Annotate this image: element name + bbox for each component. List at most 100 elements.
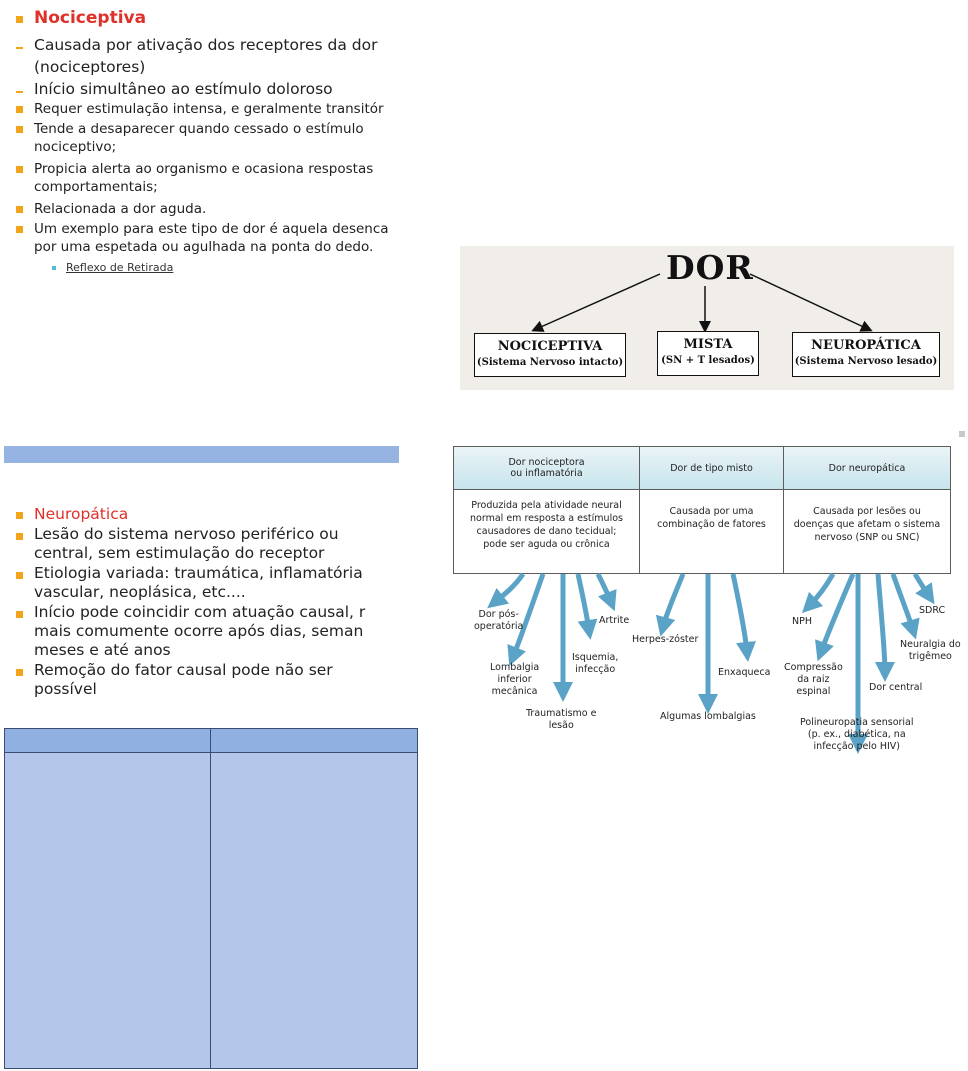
arrow-lombalgia <box>507 573 546 667</box>
nociceptiva-item: Requer estimulação intensa, e geralmente… <box>34 101 384 117</box>
arrow-herpes <box>655 573 686 637</box>
label-line: (p. ex., diabética, na <box>807 729 906 740</box>
col-header-line: ou inflamatória <box>510 468 583 479</box>
body-line: Produzida pela atividade neural <box>471 500 622 511</box>
label-line: Polineuropatia sensorial <box>800 717 914 728</box>
col-header-misto: Dor de tipo misto <box>640 447 783 490</box>
table-header-row <box>5 729 417 753</box>
arrow-enxaqueca <box>730 573 756 662</box>
bullet-icon <box>16 126 23 133</box>
neuropatica-item: Início pode coincidir com atuação causal… <box>34 603 366 621</box>
bullet-icon <box>16 166 23 173</box>
label-line: operatória <box>474 621 524 632</box>
arrow-dor-pos <box>487 572 526 609</box>
label-sdrc: SDRC <box>919 605 946 616</box>
box-label: NEUROPÁTICA <box>811 338 921 353</box>
bullet-icon <box>16 512 23 519</box>
col-header-line: Dor de tipo misto <box>670 462 753 474</box>
label-line: Lombalgia <box>490 662 540 673</box>
label-artrite: Artrite <box>599 615 630 626</box>
bullet-icon <box>16 669 23 676</box>
table-column-divider <box>210 729 211 1068</box>
neuropatica-item: Etiologia variada: traumática, inflamató… <box>34 564 363 582</box>
arrow-to-neuropatica <box>749 273 873 332</box>
empty-table <box>4 728 418 1069</box>
nociceptiva-item: Causada por ativação dos receptores da d… <box>34 36 378 54</box>
pain-arrows <box>487 572 935 754</box>
neuropatica-title: Neuropática <box>34 505 129 523</box>
nociceptiva-title: Nociceptiva <box>34 8 147 28</box>
bullet-icon <box>16 206 23 213</box>
label-line: Traumatismo e <box>526 708 597 719</box>
col-body-nociceptora: Produzida pela atividade neural normal e… <box>454 499 639 551</box>
label-line: trigêmeo <box>908 651 952 662</box>
label-line: mecânica <box>491 686 538 697</box>
box-sub: (Sistema Nervoso intacto) <box>476 357 624 368</box>
label-line: Isquemia, <box>572 652 619 663</box>
neuropatica-item: vascular, neoplásica, etc.... <box>34 583 246 601</box>
neuropatica-item: central, sem estimulação do receptor <box>34 544 325 562</box>
label-line: infecção <box>575 664 616 675</box>
body-line: normal em resposta a estímulos <box>470 513 623 524</box>
box-neuropatica: NEUROPÁTICA (Sistema Nervoso lesado) <box>792 332 940 377</box>
body-line: combinação de fatores <box>657 519 766 530</box>
nociceptiva-item: Relacionada a dor aguda. <box>34 201 207 217</box>
label-isquemia: Isquemia, infecção <box>572 652 618 676</box>
bullet-icon <box>16 611 23 618</box>
nociceptiva-item: por uma espetada ou agulhada na ponta do… <box>34 239 374 255</box>
col-header-neuropatica: Dor neuropática <box>784 447 950 490</box>
box-sub: (SN + T lesados) <box>661 355 755 366</box>
neuropatica-item: possível <box>34 680 97 698</box>
arrow-nph <box>801 572 836 614</box>
label-lombalgia: Lombalgia inferior mecânica <box>490 662 539 698</box>
label-nph: NPH <box>792 616 812 627</box>
box-label: NOCICEPTIVA <box>497 339 603 354</box>
arrow-neuralgia <box>890 573 920 640</box>
arrow-to-nociceptiva <box>531 273 661 332</box>
neuropatica-slide: Neuropática Lesão do sistema nervoso per… <box>14 505 434 700</box>
box-sub: (Sistema Nervoso lesado) <box>794 356 938 367</box>
arrow-compressao <box>815 573 856 662</box>
box-nociceptiva: NOCICEPTIVA (Sistema Nervoso intacto) <box>474 333 626 377</box>
body-line: nervoso (SNP ou SNC) <box>814 532 920 543</box>
body-line: Causada por lesões ou <box>813 506 921 517</box>
reflexo-link[interactable]: Reflexo de Retirada <box>66 261 174 274</box>
bullet-icon <box>16 16 23 23</box>
label-algumas: Algumas lombalgias <box>660 711 756 722</box>
col-header-nociceptora: Dor nociceptora ou inflamatória <box>454 447 639 490</box>
label-compressao: Compressão da raiz espinal <box>784 662 843 698</box>
nociceptiva-item: nociceptivo; <box>34 139 117 155</box>
bullet-icon <box>16 533 23 540</box>
label-line: Neuralgia do <box>900 639 961 650</box>
arrow-isquemia <box>575 573 598 640</box>
label-neuralgia: Neuralgia do trigêmeo <box>900 639 961 663</box>
label-line: infecção pelo HIV) <box>813 741 900 752</box>
nociceptiva-item: Tende a desaparecer quando cessado o est… <box>34 121 364 137</box>
body-line: causadores de dano tecidual; <box>476 526 617 537</box>
col-body-neuropatica: Causada por lesões ou doenças que afetam… <box>784 505 950 544</box>
nociceptiva-item: Um exemplo para este tipo de dor é aquel… <box>34 221 389 237</box>
body-line: doenças que afetam o sistema <box>793 519 941 530</box>
label-dor-pos: Dor pós- operatória <box>474 609 523 633</box>
blue-header-bar <box>4 446 399 463</box>
label-line: espinal <box>796 686 831 697</box>
marker-square <box>959 431 965 437</box>
dor-title: DOR <box>666 248 754 287</box>
pain-types-table: Dor nociceptora ou inflamatória Dor de t… <box>453 446 951 574</box>
bullet-icon <box>16 106 23 113</box>
neuropatica-item: Lesão do sistema nervoso periférico ou <box>34 525 339 543</box>
label-line: lesão <box>548 720 574 731</box>
label-herpes: Herpes-zóster <box>632 634 699 645</box>
body-line: Causada por uma <box>669 506 754 517</box>
dash-bullet-icon <box>16 47 23 49</box>
label-line: inferior <box>497 674 532 685</box>
body-line: pode ser aguda ou crônica <box>483 539 610 550</box>
nociceptiva-item: Propicia alerta ao organismo e ocasiona … <box>34 161 374 177</box>
neuropatica-item: Remoção do fator causal pode não ser <box>34 661 333 679</box>
dor-diagram: DOR NOCICEPTIVA (Sistema Nervoso intacto… <box>460 246 954 390</box>
label-dor-central: Dor central <box>869 682 923 693</box>
box-mista: MISTA (SN + T lesados) <box>657 331 759 376</box>
col-header-line: Dor neuropática <box>828 462 906 474</box>
nociceptiva-item: Início simultâneo ao estímulo doloroso <box>34 80 333 98</box>
bullet-icon <box>16 572 23 579</box>
